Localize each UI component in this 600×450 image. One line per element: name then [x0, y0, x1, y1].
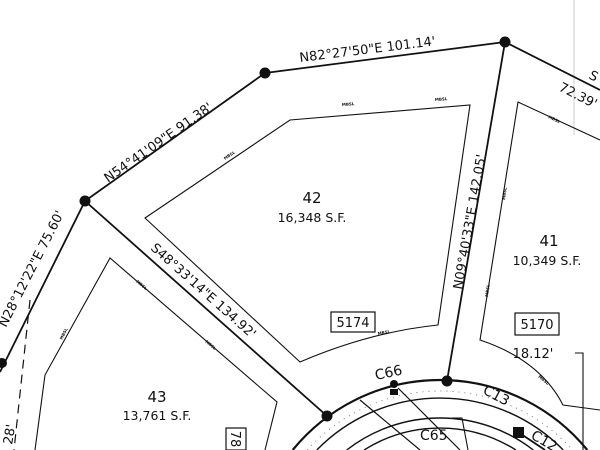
monument-d	[499, 36, 511, 48]
monument-c65	[390, 389, 398, 395]
dimension-leader-18	[575, 352, 584, 450]
bearing-lot43-west: 28'	[1, 423, 19, 445]
monument-f	[321, 410, 333, 422]
curve-c13-label: C13	[480, 382, 512, 409]
monument-a	[0, 358, 7, 368]
lot-43-number: 43	[147, 388, 166, 406]
curve-c65-label: C65	[420, 428, 448, 444]
easement-dashed-line	[13, 299, 31, 450]
lot-43-address-box	[225, 427, 247, 450]
monument-c12	[513, 427, 524, 438]
curb-outer	[316, 397, 564, 450]
lot-lines	[0, 41, 600, 450]
curve-c12-label: C12	[528, 428, 560, 450]
lot-line-a-b	[0, 200, 86, 373]
setback-label: MBSL	[342, 101, 355, 107]
lot-42-area: 16,348 S.F.	[278, 210, 347, 225]
c65-label-leader	[452, 417, 469, 450]
monuments	[0, 36, 524, 438]
lot-43-area: 13,761 S.F.	[123, 408, 192, 423]
lot-line-b-c	[84, 72, 266, 202]
setback-label: MBSL	[501, 187, 508, 200]
lot-41-area: 10,349 S.F.	[513, 253, 582, 268]
lot-42-setback	[144, 104, 471, 363]
setback-label: MBSL	[377, 329, 391, 336]
curve-c66-label: C66	[374, 363, 404, 384]
lot-41-address: 5170	[520, 318, 553, 333]
setback-label: MBSL	[223, 149, 236, 160]
lot-line-d-east	[504, 41, 600, 91]
setback-label: MBSL	[58, 327, 68, 341]
pavement-edge	[363, 427, 517, 450]
bearing-e-d: N09°40'33"E 142.05'	[451, 153, 490, 290]
lot-43-address: 78	[227, 431, 242, 448]
lot-42-address: 5174	[336, 316, 369, 331]
monument-c66	[390, 380, 398, 388]
setback-label: MBSL	[484, 284, 491, 297]
lot-41-setback	[479, 101, 600, 411]
bearing-c-d: N82°27'50"E 101.14'	[299, 34, 437, 66]
setback-lines	[34, 101, 600, 450]
monument-b	[79, 195, 91, 207]
lot-43-setback	[34, 257, 278, 450]
lot-42-address-box	[330, 311, 376, 333]
bearing-d-east-prefix: S	[586, 68, 600, 85]
bearing-b-f: S48°33'14"E 134.92'	[147, 241, 258, 342]
sidewalk-stipple	[306, 390, 574, 450]
lot-41-address-box	[514, 312, 560, 336]
lot-line-c-d	[264, 41, 506, 74]
curb-inner	[346, 417, 534, 450]
setback-label: MBSL	[548, 114, 562, 124]
monument-e	[441, 375, 453, 387]
lot-42-number: 42	[302, 189, 321, 207]
c65-leader-line	[397, 387, 461, 450]
monument-c	[259, 67, 271, 79]
lot-line-d-e	[446, 41, 506, 382]
dimension-18-12: 18.12'	[513, 347, 554, 362]
bearing-b-c: N54°41'09"E 91.38'	[102, 100, 216, 186]
setback-label: MBSL	[537, 374, 550, 386]
setback-label: MBSL	[435, 96, 448, 102]
lot-41-number: 41	[539, 232, 558, 250]
c66-leader-line	[359, 399, 421, 450]
bearing-a-b: N28°12'22"E 75.60'	[0, 208, 68, 329]
distance-d-east: 72.39'	[556, 80, 599, 112]
lot-line-b-f	[84, 200, 328, 417]
